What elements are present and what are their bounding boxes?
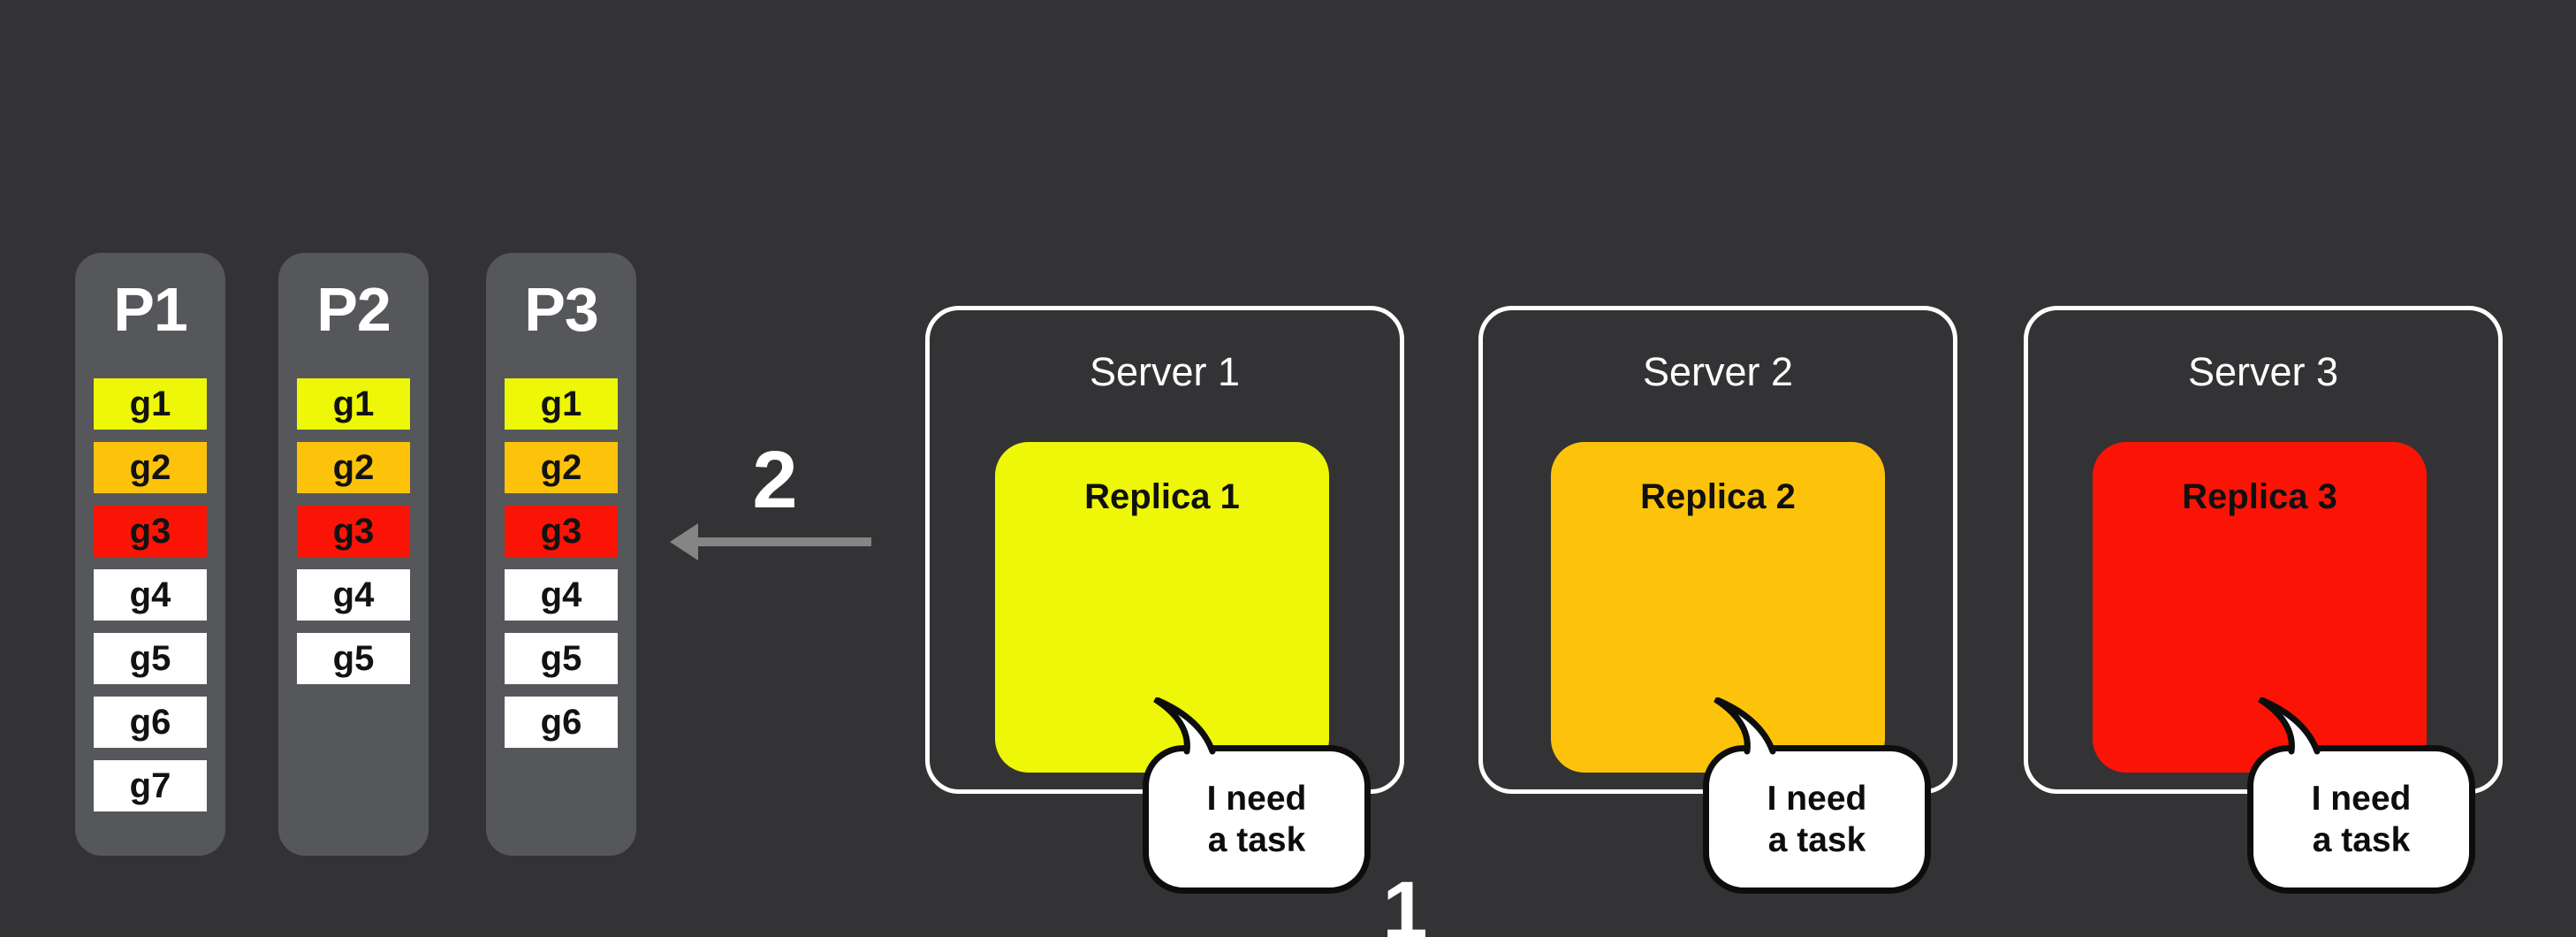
task-list: g1 g2 g3 g4 g5 g6 (486, 378, 636, 748)
replica-label: Replica 1 (1084, 477, 1240, 516)
replica-card-2: Replica 2 (1551, 442, 1885, 773)
task-cell: g2 (505, 442, 618, 493)
speech-bubble: I need a task (1143, 745, 1371, 894)
bubble-text-line1: I need (2311, 780, 2412, 818)
speech-tail-icon (2258, 697, 2321, 759)
partition-title: P3 (524, 275, 599, 344)
partition-title: P1 (113, 275, 188, 344)
server-title: Server 2 (1642, 349, 1794, 394)
task-cell: g5 (94, 633, 207, 684)
bubble-text-line1: I need (1767, 780, 1867, 818)
partition-column-p1: P1 g1 g2 g3 g4 g5 g6 g7 (75, 253, 225, 856)
replica-label: Replica 3 (2182, 477, 2337, 516)
bubble-text-line2: a task (1767, 821, 1866, 859)
task-cell: g6 (94, 697, 207, 748)
left-arrow-icon (696, 537, 871, 546)
replica-card-3: Replica 3 (2093, 442, 2427, 773)
task-cell: g7 (94, 760, 207, 811)
task-cell: g1 (297, 378, 410, 430)
task-cell: g1 (94, 378, 207, 430)
task-cell: g5 (297, 633, 410, 684)
partition-column-p2: P2 g1 g2 g3 g4 g5 (278, 253, 429, 856)
bubble-text-line1: I need (1206, 780, 1307, 818)
task-cell: g4 (94, 569, 207, 621)
task-cell: g2 (94, 442, 207, 493)
partition-title: P2 (316, 275, 391, 344)
task-cell: g3 (505, 506, 618, 557)
task-cell: g5 (505, 633, 618, 684)
task-list: g1 g2 g3 g4 g5 g6 g7 (75, 378, 225, 811)
step2-label: 2 (752, 435, 798, 525)
task-cell: g1 (505, 378, 618, 430)
task-cell: g4 (297, 569, 410, 621)
task-cell: g3 (297, 506, 410, 557)
step1-label: 1 (1382, 865, 1428, 937)
server-title: Server 3 (2187, 349, 2339, 394)
speech-bubble: I need a task (2247, 745, 2475, 894)
bubble-text-line2: a task (1207, 821, 1306, 859)
task-list: g1 g2 g3 g4 g5 (278, 378, 429, 684)
task-cell: g4 (505, 569, 618, 621)
bubble-text-line2: a task (2312, 821, 2411, 859)
task-cell: g6 (505, 697, 618, 748)
task-cell: g3 (94, 506, 207, 557)
left-arrowhead-icon (670, 523, 698, 560)
speech-tail-icon (1714, 697, 1776, 759)
partition-column-p3: P3 g1 g2 g3 g4 g5 g6 (486, 253, 636, 856)
server-title: Server 1 (1089, 349, 1241, 394)
replica-label: Replica 2 (1640, 477, 1796, 516)
replica-card-1: Replica 1 (995, 442, 1329, 773)
speech-tail-icon (1153, 697, 1216, 759)
speech-bubble: I need a task (1703, 745, 1931, 894)
task-cell: g2 (297, 442, 410, 493)
